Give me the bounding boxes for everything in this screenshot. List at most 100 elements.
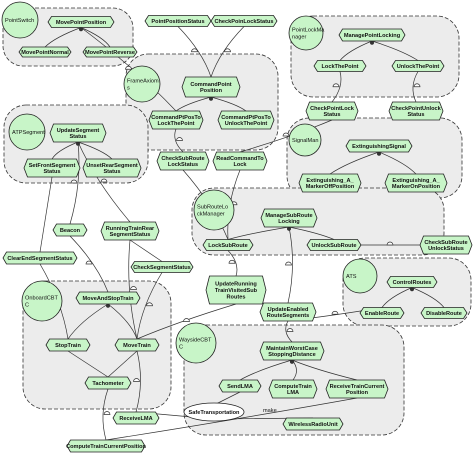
- edge-and: [329, 151, 380, 175]
- and-refinement-dot: [377, 151, 381, 156]
- goal-shape: [181, 76, 241, 98]
- goal-shape: [114, 338, 160, 352]
- edge-and: [378, 151, 417, 175]
- goal-receive-lma: ReceiveLMA: [112, 411, 160, 425]
- goal-label: CheckSubRoute: [424, 240, 467, 246]
- goal-label: SendLMA: [227, 384, 253, 390]
- goal-label: LockSubRoute: [208, 243, 247, 249]
- edge-op: [69, 141, 80, 225]
- operationalization-link: [224, 48, 231, 53]
- goal-label: CommandPtPosTo: [221, 115, 271, 121]
- goal-label: ReceiveTrainCurrent: [330, 384, 385, 390]
- edge-op: [227, 250, 238, 277]
- goal-label: MovePointPosition: [56, 20, 107, 26]
- goal-label: UnlockStatus: [428, 246, 464, 252]
- goal-shape: [388, 101, 444, 121]
- goal-unlock-the-point: UnlockThePoint: [391, 60, 445, 72]
- goal-label: ControlRoutes: [393, 280, 432, 286]
- edge-and: [411, 287, 445, 308]
- goal-label: WirelessRadioUnit: [288, 422, 338, 428]
- edge-op: [136, 272, 163, 340]
- goal-shape: [100, 221, 160, 241]
- goal-label: Position: [200, 88, 223, 94]
- goal-move-point-normal: MovePointNormal: [18, 46, 72, 58]
- operationalization-link: [331, 310, 339, 315]
- goal-shape: [391, 60, 445, 72]
- agent-label: WaysideCBT: [179, 338, 212, 344]
- goal-shape: [47, 16, 115, 28]
- goal-label: MarkerOnPosition: [392, 184, 441, 190]
- goal-label: RunningTrainRear: [106, 226, 155, 232]
- goal-shape: [359, 307, 405, 319]
- goal-label: CheckPointUnlock: [391, 106, 441, 112]
- goal-shape: [218, 379, 262, 393]
- agent-label: nager: [292, 34, 306, 40]
- goal-label: Locking: [278, 219, 300, 225]
- edge-op: [177, 26, 212, 78]
- goal-label: ManageSubRoute: [265, 213, 312, 219]
- edge-and: [381, 287, 413, 308]
- goal-shape: [130, 261, 194, 273]
- and-refinement-dot: [79, 27, 83, 32]
- goal-label: PointPositionStatus: [151, 19, 204, 25]
- goal-shape: [49, 123, 107, 143]
- boundary-layer: [2, 7, 472, 436]
- goal-label: MovePointNormal: [21, 50, 69, 56]
- goal-shape: [325, 379, 389, 399]
- goal-label: ManagePointLocking: [344, 33, 401, 39]
- operationalization-link: [176, 137, 183, 141]
- goal-label: SegmentStatus: [110, 232, 151, 238]
- goal-disable-route: DisableRoute: [420, 307, 468, 319]
- goal-label: CheckSegmentStatus: [133, 265, 191, 271]
- goal-label: Beacon: [60, 228, 81, 234]
- goal-label: SetFrontSegment: [29, 163, 76, 169]
- edge-and: [67, 303, 109, 340]
- goal-label: ClearEndSegmentStatus: [7, 256, 72, 262]
- goal-shape: [260, 208, 318, 228]
- goal-label: ReadCommandTo: [216, 156, 264, 162]
- goal-shape: [84, 376, 132, 390]
- edge-op: [69, 235, 109, 293]
- goal-shape: [144, 15, 212, 27]
- goal-shape: [268, 379, 318, 399]
- goal-label: UnsetRearSegment: [86, 163, 138, 169]
- agent-label: ckManager: [197, 211, 225, 217]
- and-refinement-dot: [410, 287, 414, 292]
- goal-label: CheckPointLock: [310, 106, 355, 112]
- goal-label: CommandPtPosTo: [151, 115, 201, 121]
- goal-label: Status: [43, 169, 60, 175]
- goal-point-position-status: PointPositionStatus: [144, 15, 212, 27]
- edge-plain: [39, 176, 53, 253]
- agent-label: C: [25, 302, 29, 308]
- goal-shape: [202, 239, 254, 251]
- goal-manage-point-locking: ManagePointLocking: [338, 28, 406, 42]
- goal-label: ComputeTrain: [274, 384, 312, 390]
- edge-op: [210, 26, 245, 78]
- goal-shape: [2, 251, 78, 265]
- agent-boundary: [22, 280, 172, 410]
- goal-wireless-radio-unit: WirelessRadioUnit: [282, 417, 344, 431]
- goal-label: Extinguishing_A_: [392, 178, 440, 184]
- goal-tachometer: Tachometer: [84, 376, 132, 390]
- goal-move-point-reverse: MovePointReverse: [82, 46, 138, 58]
- edge-and: [339, 40, 373, 61]
- edge-op: [102, 388, 109, 441]
- and-refinement-dot: [370, 40, 374, 45]
- agent-label: SubRouteLo: [197, 205, 228, 211]
- goal-label: ComputeTrainCurrentPosition: [66, 444, 146, 450]
- goal-shape: [386, 276, 438, 288]
- edge-op: [136, 303, 237, 340]
- goal-shape: [298, 173, 362, 193]
